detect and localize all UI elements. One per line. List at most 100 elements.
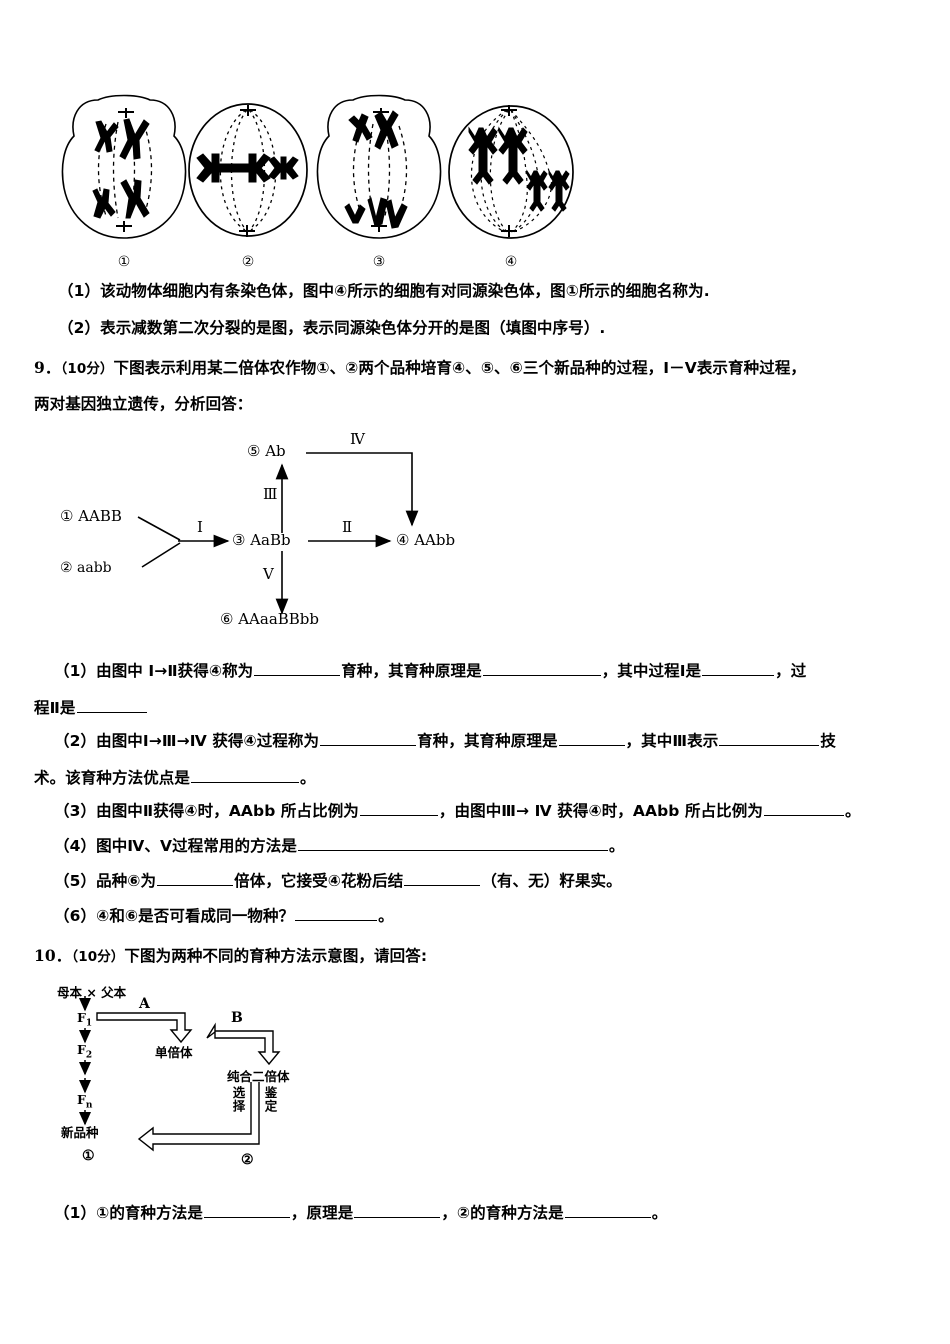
q9-sub5-t2: 倍体，它接受④花粉后结 [234, 872, 404, 890]
q9-sub2-t3: ，其中Ⅲ表示 [625, 732, 719, 750]
q9-sub2-t2: 育种，其育种原理是 [417, 732, 558, 750]
q9-node-3: ③ AaBb [232, 531, 291, 549]
q10-sub1-blank1[interactable] [203, 1205, 290, 1218]
q9-sub5-blank2[interactable] [404, 873, 481, 886]
q9-sub1-blank4[interactable] [76, 700, 147, 713]
q10-f1-sub: 1 [85, 1018, 93, 1029]
q9-sub1-blank1[interactable] [254, 663, 341, 676]
q10-f2-sub: 2 [85, 1050, 93, 1061]
q10-sub1-t1: ①的育种方法是 [96, 1204, 203, 1222]
q9-breeding-diagram: ① AABB ② aabb ③ AaBb ④ AAbb ⑤ Ab ⑥ AAaaB… [60, 425, 530, 640]
q9-stem-text-1: 下图表示利用某二倍体农作物①、②两个品种培育④、⑤、⑥三个新品种的过程，Ⅰ－Ⅴ表… [113, 359, 807, 377]
q9-sub3-blank2[interactable] [763, 803, 844, 816]
q10-sub1-line: （1）①的育种方法是，原理是，②的育种方法是。 [54, 1205, 667, 1221]
q2-text-b: 图，表示同源染色体分开的是 [271, 319, 475, 337]
q10-sub1-t2: ，原理是 [290, 1204, 354, 1222]
q9-sub1-line2: 程Ⅱ是 [34, 700, 148, 716]
q10-breeding-diagram: 母本 × 父本 F1 F2 Fn 新品种 ① ② A B 单倍体 纯合二倍体 选… [55, 982, 385, 1182]
q9-sub6-line: （6）④和⑥是否可看成同一物种？。 [54, 908, 394, 924]
q9-sub6-blank1[interactable] [295, 908, 378, 921]
q10-arrow-a-label: A [139, 996, 150, 1012]
meiosis-cell-4: ④ [443, 88, 579, 270]
q10-select-label: 选择 [230, 1086, 246, 1113]
q9-sub5-line: （5）品种⑥为倍体，它接受④花粉后结（有、无）籽果实。 [54, 873, 622, 889]
q9-node-4: ④ AAbb [396, 531, 456, 549]
q9-sub2-blank4[interactable] [191, 770, 300, 783]
q10-f1-label: F1 [77, 1010, 92, 1029]
q9-sub2-t4: 技 [820, 732, 836, 750]
q9-sub1-t2: 育种，其育种原理是 [341, 662, 482, 680]
q1-lead: （1） [58, 282, 101, 300]
q10-pure-diploid-label: 纯合二倍体 [227, 1069, 290, 1084]
q9-sub1-lead: （1） [54, 662, 97, 680]
q9-process-5: Ⅴ [263, 565, 274, 583]
q10-stem-text: 下图为两种不同的育种方法示意图，请回答: [124, 947, 428, 965]
q1-tail: . [703, 282, 710, 300]
q9-stem-text-2: 两对基因独立遗传，分析回答： [34, 395, 253, 413]
q10-fn-sub: n [85, 1100, 93, 1111]
q1-text-c: 对同源染色体，图①所示的细胞名称为 [440, 282, 704, 300]
q9-sub2-blank3[interactable] [719, 733, 820, 746]
q9-sub2-lead: （2） [54, 732, 97, 750]
q10-f2-label: F2 [77, 1042, 92, 1061]
q9-sub3-lead: （3） [54, 802, 97, 820]
q10-sub1-lead: （1） [54, 1204, 97, 1222]
q9-sub2-t5: 术。该育种方法优点是 [34, 769, 191, 787]
q10-stem-line: 10．（10分）下图为两种不同的育种方法示意图，请回答: [34, 947, 428, 965]
q9-sub2-blank1[interactable] [320, 733, 417, 746]
q9-stem-line1: 9．（10分）下图表示利用某二倍体农作物①、②两个品种培育④、⑤、⑥三个新品种的… [34, 358, 807, 377]
meiosis-cell-diagram-row: ① [58, 88, 574, 270]
q9-process-4: Ⅳ [350, 430, 365, 448]
q9-sub5-blank1[interactable] [157, 873, 234, 886]
q9-sub5-t3: （有、无）籽果实。 [481, 872, 622, 890]
q9-sub4-lead: （4） [54, 837, 97, 855]
q1-text-b: 条染色体，图中④所示的细胞有 [224, 282, 441, 300]
q9-sub3-t3: 。 [844, 802, 861, 820]
cell-label-1: ① [117, 254, 131, 270]
q10-sub1-blank3[interactable] [564, 1205, 651, 1218]
q9-score: （10分） [60, 361, 114, 377]
q9-sub1-t4: ，过 [775, 662, 807, 680]
q10-new-variety-label: 新品种 [61, 1125, 99, 1140]
q10-sub1-blank2[interactable] [354, 1205, 441, 1218]
q10-sub1-t3: ，②的育种方法是 [441, 1204, 564, 1222]
q9-sub4-t2: 。 [608, 837, 625, 855]
q9-sub2-line2: 术。该育种方法优点是 。 [34, 770, 316, 786]
q10-fn-letter: F [77, 1092, 86, 1107]
q9-node-2: ② aabb [60, 560, 112, 576]
cell-label-3: ③ [372, 254, 386, 270]
q9-sub3-line: （3）由图中Ⅱ获得④时，AAbb 所占比例为 ，由图中Ⅲ→ Ⅳ 获得④时，AAbb… [54, 803, 861, 819]
q9-sub1-line1: （1）由图中 Ⅰ→Ⅱ获得④称为育种，其育种原理是，其中过程Ⅰ是，过 [54, 663, 806, 679]
meiosis-q2-line: （2）表示减数第二次分裂的是图，表示同源染色体分开的是图（填图中序号）. [58, 320, 605, 336]
q9-sub6-t1: ④和⑥是否可看成同一物种？ [96, 907, 295, 925]
q9-node-5: ⑤ Ab [247, 442, 286, 460]
q9-sub1-blank3[interactable] [702, 663, 775, 676]
cell-label-2: ② [241, 254, 255, 270]
q9-sub3-t1: 由图中Ⅱ获得④时，AAbb 所占比例为 [96, 802, 359, 820]
cell-label-4: ④ [504, 254, 518, 270]
q9-number: 9． [34, 358, 61, 377]
q2-text-c: 图（填图中序号）. [474, 319, 606, 337]
q9-sub3-t2: ，由图中Ⅲ→ Ⅳ 获得④时，AAbb 所占比例为 [438, 802, 763, 820]
q9-sub1-t3: ，其中过程Ⅰ是 [601, 662, 702, 680]
q9-sub1-t5: 程Ⅱ是 [34, 699, 76, 717]
q10-haploid-label: 单倍体 [155, 1045, 193, 1060]
q9-stem-line2: 两对基因独立遗传，分析回答： [34, 396, 252, 412]
q9-sub1-blank2[interactable] [482, 663, 601, 676]
q9-process-3: Ⅲ [263, 485, 278, 503]
q10-parents-label: 母本 × 父本 [57, 985, 127, 1000]
q9-sub2-t6: 。 [300, 769, 316, 787]
q10-arrow-b-label: B [231, 1010, 243, 1026]
q10-f2-letter: F [77, 1042, 86, 1057]
q9-sub4-t1: 图中Ⅳ、Ⅴ过程常用的方法是 [96, 837, 297, 855]
q9-sub2-blank2[interactable] [558, 733, 625, 746]
q10-branch-label-1: ① [82, 1148, 95, 1164]
q10-fn-label: Fn [77, 1092, 92, 1111]
q9-sub4-blank1[interactable] [297, 838, 608, 851]
q10-identify-label: 鉴定 [262, 1086, 278, 1113]
q9-node-6: ⑥ AAaaBBbb [220, 610, 320, 628]
q9-sub5-t1: 品种⑥为 [96, 872, 157, 890]
q9-sub2-t1: 由图中Ⅰ→Ⅲ→Ⅳ 获得④过程称为 [96, 732, 320, 750]
q9-sub3-blank1[interactable] [359, 803, 438, 816]
